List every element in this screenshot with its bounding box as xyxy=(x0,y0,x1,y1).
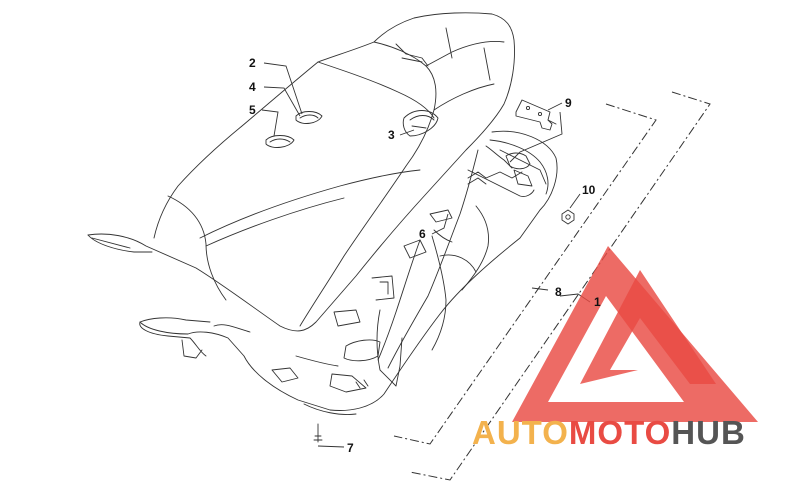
leader-3 xyxy=(399,129,415,136)
wordmark-hub: HUB xyxy=(671,414,746,451)
nut-part xyxy=(561,209,575,225)
wordmark-auto: AUTO xyxy=(472,414,569,451)
strap-part xyxy=(402,110,439,137)
callout-9: 9 xyxy=(565,96,572,110)
callout-7: 7 xyxy=(347,441,354,455)
seat-base-part xyxy=(139,130,558,415)
assembly-bracket-8 xyxy=(393,103,657,445)
callout-6: 6 xyxy=(419,227,426,241)
grommet-parts xyxy=(265,111,323,148)
seat-cover-part xyxy=(87,12,515,332)
leader-6 xyxy=(431,213,449,235)
automotohub-logo-icon xyxy=(512,246,758,422)
leader-7 xyxy=(317,445,345,448)
callout-1: 1 xyxy=(594,295,601,309)
callout-10: 10 xyxy=(582,183,596,197)
fastener-pin-part xyxy=(313,423,323,443)
leader-9 xyxy=(547,102,563,111)
leader-5 xyxy=(261,109,279,137)
wire-clip-parts xyxy=(333,171,523,327)
leader-9b xyxy=(509,111,563,163)
callout-3: 3 xyxy=(388,128,395,142)
callout-8: 8 xyxy=(555,285,562,299)
leader-4 xyxy=(263,86,301,117)
callout-4: 4 xyxy=(249,80,256,94)
latch-bracket-part xyxy=(515,99,557,131)
callout-5: 5 xyxy=(249,103,256,117)
leader-10 xyxy=(569,193,581,209)
automotohub-wordmark: AUTOMOTOHUB xyxy=(472,416,746,449)
wordmark-moto: MOTO xyxy=(568,414,672,451)
assembly-bracket-1 xyxy=(409,91,711,481)
callout-2: 2 xyxy=(249,56,256,70)
leader-2 xyxy=(263,62,303,115)
leader-8 xyxy=(531,287,549,291)
